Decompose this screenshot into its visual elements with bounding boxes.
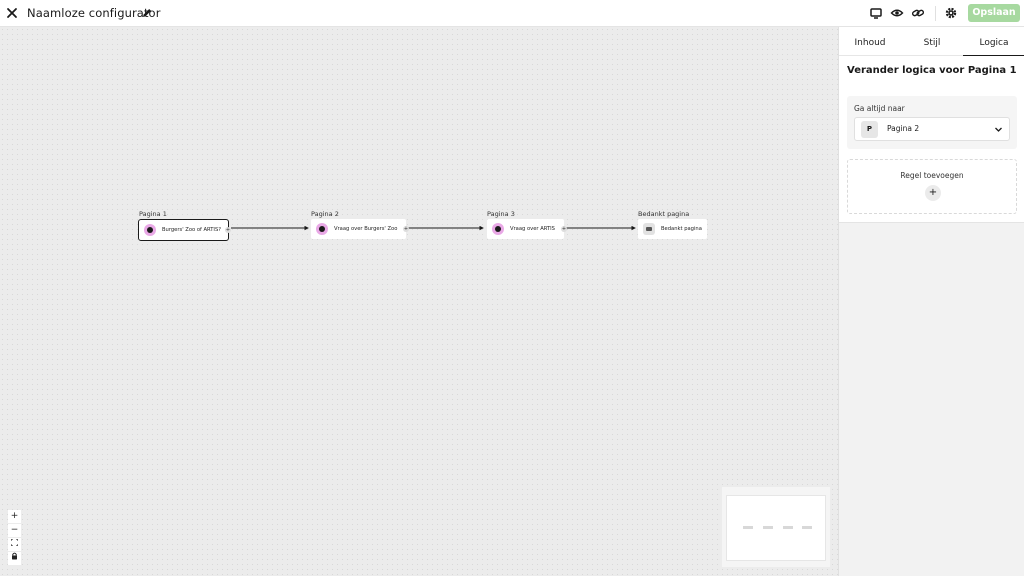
lock-button[interactable] — [8, 552, 21, 565]
minimap-viewport — [726, 495, 826, 561]
save-button[interactable]: Opslaan — [968, 4, 1020, 22]
toolbar-divider — [935, 6, 936, 21]
node-text: Burgers' Zoo of ARTIS? — [162, 227, 222, 233]
link-icon[interactable] — [911, 6, 925, 20]
minimap-node — [743, 526, 753, 529]
minimap[interactable] — [722, 487, 830, 567]
panel-title: Verander logica voor Pagina 1 — [847, 65, 1017, 76]
flow-node-pagina-3[interactable]: Vraag over ARTIS + — [487, 219, 567, 239]
flow-node-pagina-1[interactable]: Burgers' Zoo of ARTIS? + — [138, 219, 231, 241]
goto-always-box: Ga altijd naar P Pagina 2 — [847, 96, 1017, 149]
question-icon — [144, 224, 156, 236]
flow-node-bedankt[interactable]: Bedankt pagina — [638, 219, 707, 239]
minimap-node — [783, 526, 793, 529]
node-text: Bedankt pagina — [661, 226, 702, 232]
tab-stijl[interactable]: Stijl — [923, 38, 941, 48]
node-text: Vraag over ARTIS — [510, 226, 555, 232]
goto-page-value: Pagina 2 — [887, 124, 920, 133]
minimap-node — [763, 526, 773, 529]
logic-section: Inhoud Stijl Logica Verander logica voor… — [839, 27, 1024, 223]
add-rule-box[interactable]: Regel toevoegen + — [847, 159, 1017, 214]
add-rule-label: Regel toevoegen — [900, 171, 964, 180]
add-rule-button[interactable]: + — [925, 185, 941, 201]
minimap-node — [802, 526, 812, 529]
gear-icon[interactable] — [944, 6, 958, 20]
add-connection-button[interactable]: + — [403, 226, 409, 232]
chevron-down-icon — [995, 127, 1002, 132]
top-bar: Naamloze configurator Opslaan — [0, 0, 1024, 27]
fit-view-icon — [10, 538, 19, 547]
node-label-pagina-1: Pagina 1 — [139, 210, 167, 218]
flow-canvas[interactable]: Pagina 1 Burgers' Zoo of ARTIS? + Pagina… — [0, 27, 838, 576]
flow-node-pagina-2[interactable]: Vraag over Burgers' Zoo + — [311, 219, 409, 239]
add-connection-button[interactable]: + — [561, 226, 567, 232]
thank-you-icon — [643, 223, 655, 235]
fit-view-button[interactable] — [8, 538, 21, 551]
add-connection-button[interactable]: + — [225, 227, 231, 233]
node-text: Vraag over Burgers' Zoo — [334, 226, 398, 232]
close-icon[interactable] — [6, 7, 18, 19]
lock-icon — [12, 552, 17, 560]
tab-logica[interactable]: Logica — [963, 27, 1024, 56]
tab-inhoud[interactable]: Inhoud — [854, 38, 886, 48]
node-label-bedankt: Bedankt pagina — [638, 210, 690, 218]
node-label-pagina-3: Pagina 3 — [487, 210, 515, 218]
node-label-pagina-2: Pagina 2 — [311, 210, 339, 218]
eye-icon[interactable] — [890, 6, 904, 20]
question-icon — [492, 223, 504, 235]
goto-label: Ga altijd naar — [854, 104, 905, 113]
flow-edges — [231, 225, 636, 231]
properties-panel: Inhoud Stijl Logica Verander logica voor… — [838, 27, 1024, 576]
pencil-icon[interactable] — [141, 7, 153, 19]
question-icon — [316, 223, 328, 235]
page-badge: P — [861, 121, 878, 138]
goto-page-select[interactable]: P Pagina 2 — [854, 117, 1010, 141]
monitor-icon[interactable] — [869, 6, 883, 20]
zoom-in-button[interactable]: + — [8, 510, 21, 523]
page-title: Naamloze configurator — [27, 6, 161, 20]
panel-tabs: Inhoud Stijl Logica — [839, 27, 1024, 56]
zoom-out-button[interactable]: − — [8, 524, 21, 537]
